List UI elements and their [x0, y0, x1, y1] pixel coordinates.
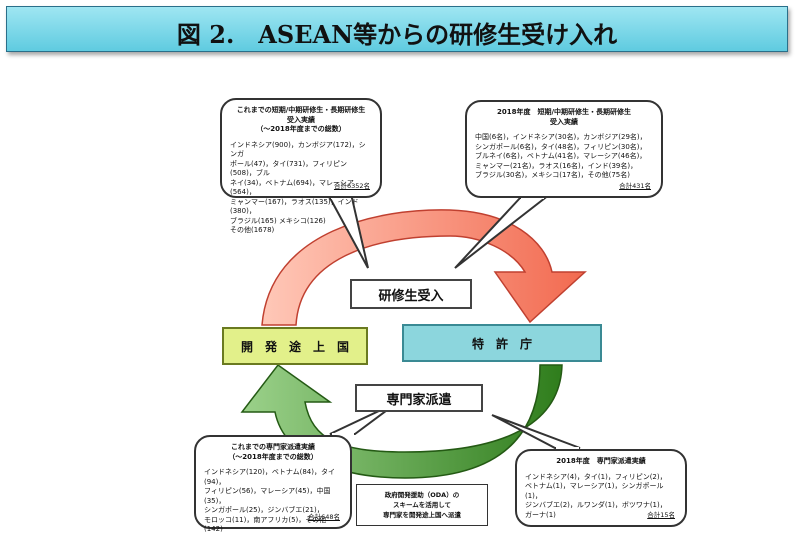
expert-dispatch-label: 専門家派遣 [355, 384, 483, 412]
bubble-header: 2018年度 専門家派遣実績 [556, 457, 646, 465]
bubble-body: インドネシア(4)，タイ(1)，フィリピン(2)， ベトナム(1)，マレーシア(… [525, 472, 667, 519]
bubble-body: インドネシア(900)，カンボジア(172)，シンガ ポール(47)，タイ(73… [230, 140, 366, 235]
bubble-header: これまでの短期/中期研修生・長期研修生 受入実績 （～2018年度までの総数） [236, 106, 366, 133]
bubble-header: これまでの専門家派遣実績 （～2018年度までの総数） [228, 443, 318, 461]
bubble-expert-history: これまでの専門家派遣実績 （～2018年度までの総数） インドネシア(120)，… [194, 435, 352, 533]
page-title: 図 2. ASEAN等からの研修生受け入れ [176, 20, 618, 49]
bubble-expert-2018: 2018年度 専門家派遣実績 インドネシア(4)，タイ(1)，フィリピン(2)，… [515, 449, 687, 527]
bubble-header: 2018年度 短期/中期研修生・長期研修生 受入実績 [496, 108, 632, 126]
bubble-body: 中国(6名)，インドネシア(30名)，カンボジア(29名)， シンガポール(6名… [475, 133, 647, 179]
bubble-trainee-2018: 2018年度 短期/中期研修生・長期研修生 受入実績 中国(6名)，インドネシア… [465, 100, 663, 198]
bubble-total: 合計6352名 [333, 181, 370, 190]
bubble-body: インドネシア(120)，ベトナム(84)，タイ(94)， フィリピン(56)，マ… [204, 468, 335, 533]
bubble-total: 合計648名 [308, 512, 340, 521]
trainee-accept-label: 研修生受入 [350, 279, 472, 309]
developing-countries-box: 開 発 途 上 国 [222, 327, 368, 365]
jpo-box: 特 許 庁 [402, 324, 602, 362]
bubble-total: 合計431名 [619, 181, 651, 190]
bubble-trainee-history: これまでの短期/中期研修生・長期研修生 受入実績 （～2018年度までの総数） … [220, 98, 382, 234]
title-bar: 図 2. ASEAN等からの研修生受け入れ [6, 6, 788, 52]
bubble-total: 合計15名 [647, 510, 675, 519]
oda-note: 政府開発援助（ODA）の スキームを活用して 専門家を開発途上国へ派遣 [356, 484, 488, 526]
